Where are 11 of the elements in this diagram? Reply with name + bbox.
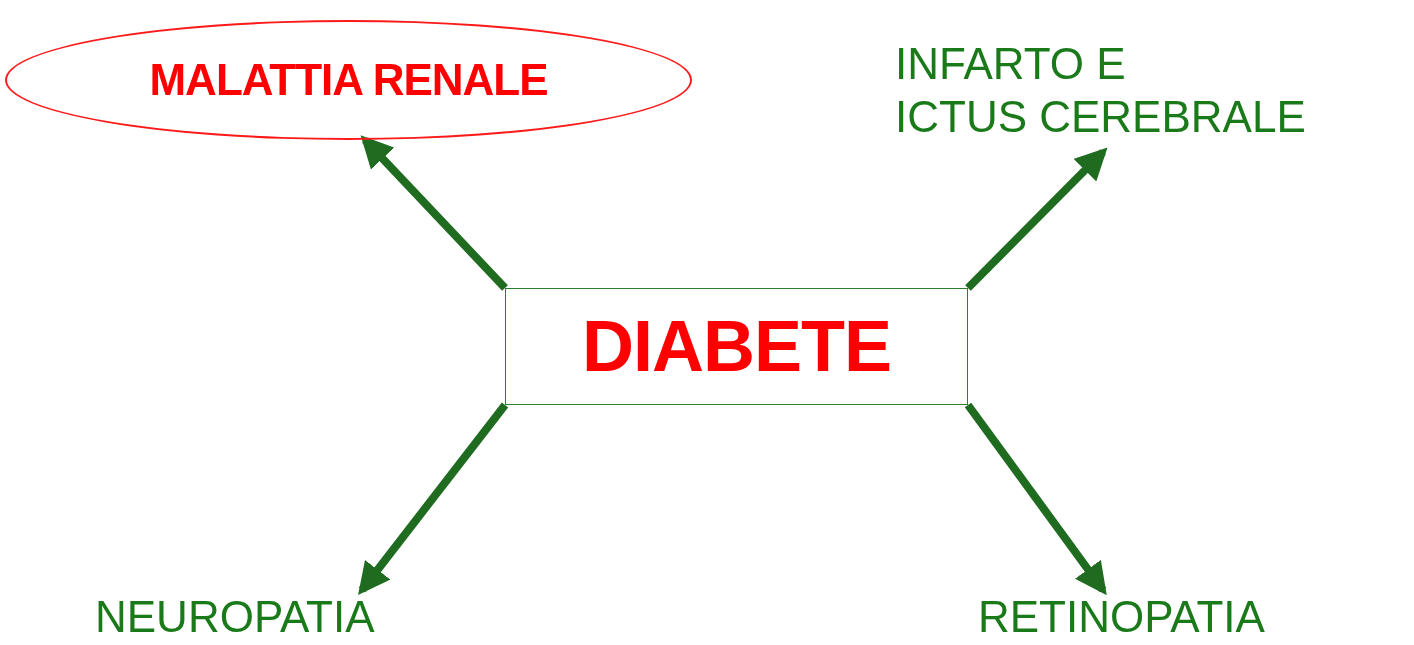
arrow (358, 402, 509, 596)
node-label: DIABETE (582, 305, 891, 389)
outcome-label: NEUROPATIA (95, 591, 375, 644)
outcome-label: INFARTO E ICTUS CEREBRALE (895, 38, 1306, 143)
ellipse-node (5, 20, 692, 140)
process-box (505, 288, 968, 405)
arrow (964, 402, 1107, 596)
outcome-label: RETINOPATIA (978, 591, 1265, 644)
arrow (965, 147, 1108, 291)
arrow (360, 135, 508, 291)
node-label: MALATTIA RENALE (149, 53, 548, 106)
